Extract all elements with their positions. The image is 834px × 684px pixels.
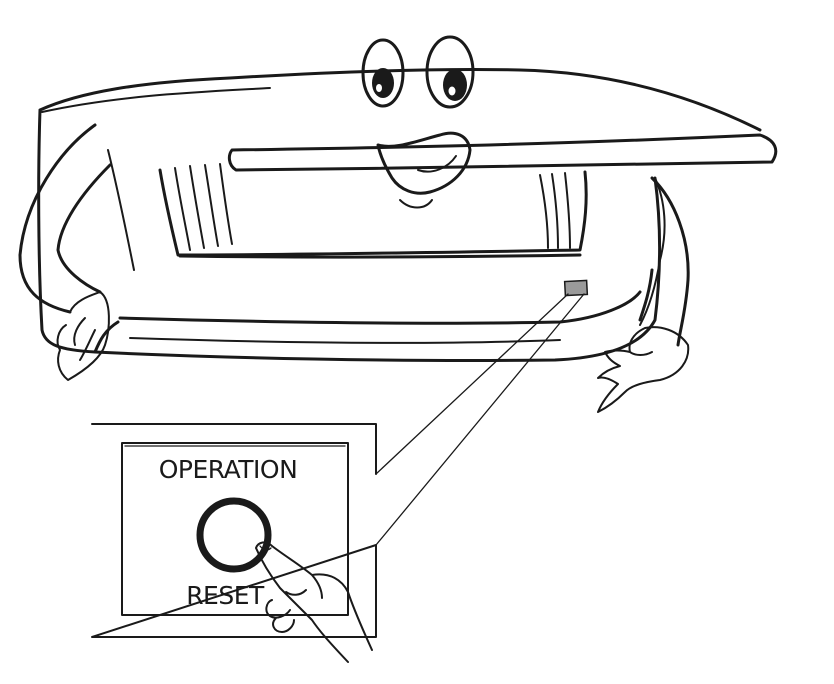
right-vents bbox=[539, 172, 571, 249]
eyes-icon bbox=[361, 35, 475, 109]
unit-body bbox=[37, 67, 762, 363]
callout-lines bbox=[375, 293, 585, 546]
bottom-edge-line bbox=[178, 253, 582, 259]
zoom-panel-frame bbox=[91, 423, 377, 638]
indicator-light bbox=[563, 279, 589, 297]
left-arm bbox=[18, 123, 112, 314]
lower-panel-line bbox=[118, 290, 642, 325]
lower-seam bbox=[129, 337, 561, 344]
front-grille bbox=[158, 168, 588, 257]
unit-back-edge bbox=[41, 87, 271, 113]
pointing-hand-icon bbox=[597, 326, 690, 413]
reset-button-icon[interactable] bbox=[196, 497, 272, 573]
reset-label: RESET bbox=[186, 581, 265, 610]
left-vents bbox=[107, 149, 233, 271]
control-panel bbox=[121, 442, 349, 616]
top-flap bbox=[227, 133, 778, 172]
left-hand bbox=[56, 291, 110, 381]
pressing-finger-icon bbox=[255, 541, 373, 663]
unit-right-side bbox=[639, 177, 666, 326]
mouth-icon bbox=[376, 131, 472, 195]
operation-label: OPERATION bbox=[159, 455, 298, 484]
air-conditioner-character-icon bbox=[18, 35, 778, 413]
zoom-panel: OPERATION RESET bbox=[91, 423, 377, 663]
right-arm bbox=[638, 176, 690, 347]
